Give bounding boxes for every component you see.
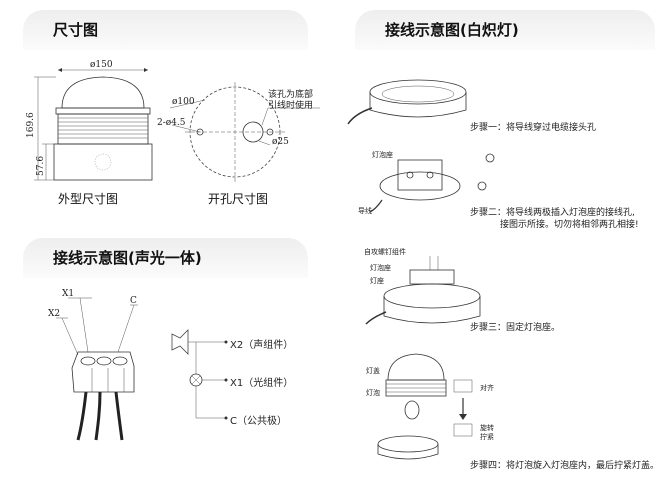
base-height-dimension-label: 57.6 <box>36 156 46 176</box>
terminal-x1-label: X1 <box>62 289 74 299</box>
bulb-label: 灯泡 <box>366 389 380 397</box>
hole-diameter-label: ø100 <box>172 97 195 107</box>
lamp-holder-label-2: 灯泡座 <box>370 264 391 272</box>
tapping-screw-label: 自攻螺钉组件 <box>364 248 406 256</box>
lamp-cover-label: 灯盖 <box>366 367 380 375</box>
section-title-wiring-incandescent: 接线示意图(白炽灯) <box>385 21 519 39</box>
step1-text: 步骤一：将导线穿过电缆接头孔 <box>470 123 597 133</box>
align-label: 对齐 <box>480 384 494 392</box>
outer-dimension-drawing: 169.6 57.6 ø150 <box>26 60 153 181</box>
section-header-wiring-combo: 接线示意图(声光一体) <box>23 238 308 278</box>
section-header-dimension: 尺寸图 <box>23 10 308 50</box>
lamp-holder-label: 灯泡座 <box>372 151 393 159</box>
rotate-label: 旋转 <box>480 424 494 432</box>
lamp-seat-label: 灯座 <box>370 277 384 285</box>
legend-c: C（公共极） <box>230 416 287 427</box>
step1-illustration <box>347 79 467 125</box>
step2-text-line2: 接图示所接。切勿将相邻两孔相接! <box>500 220 639 230</box>
step2-illustration <box>369 153 495 213</box>
wire-label: 导线 <box>358 207 372 215</box>
step4-text: 步骤四：将灯泡旋入灯泡座内，最后拧紧灯盖。 <box>470 461 660 471</box>
terminal-block-drawing: X1 X2 C <box>48 289 138 441</box>
section-header-wiring-incandescent: 接线示意图(白炽灯) <box>355 10 655 50</box>
step2-text-line1: 步骤二：将导线两极插入灯泡座的接线孔, <box>470 208 635 218</box>
legend-x1: X1（光组件） <box>230 378 294 389</box>
height-dimension-label: 169.6 <box>26 112 36 138</box>
step3-text: 步骤三：固定灯泡座。 <box>470 323 561 333</box>
section-title-dimension: 尺寸图 <box>53 21 99 39</box>
step3-illustration <box>365 256 481 325</box>
combo-schematic <box>171 329 228 420</box>
tighten-label: 拧紧 <box>480 433 494 441</box>
hole-dimension-drawing: ø100 2-ø4.5 ø25 该孔为底部 引线时使用 <box>157 82 320 182</box>
hole-caption: 开孔尺寸图 <box>208 192 269 206</box>
small-holes-label: 2-ø4.5 <box>157 118 186 128</box>
cable-hole-label: ø25 <box>272 137 289 147</box>
outer-caption: 外型尺寸图 <box>58 192 119 206</box>
step4-illustration <box>377 353 473 460</box>
cable-note-line2: 引线时使用 <box>268 99 313 111</box>
section-title-wiring-combo: 接线示意图(声光一体) <box>53 249 202 267</box>
terminal-x2-label: X2 <box>48 309 60 319</box>
terminal-c-label: C <box>130 296 137 306</box>
cable-note-line1: 该孔为底部 <box>268 88 313 100</box>
legend-x2: X2（声组件） <box>230 340 294 351</box>
outer-diameter-label: ø150 <box>90 60 113 70</box>
